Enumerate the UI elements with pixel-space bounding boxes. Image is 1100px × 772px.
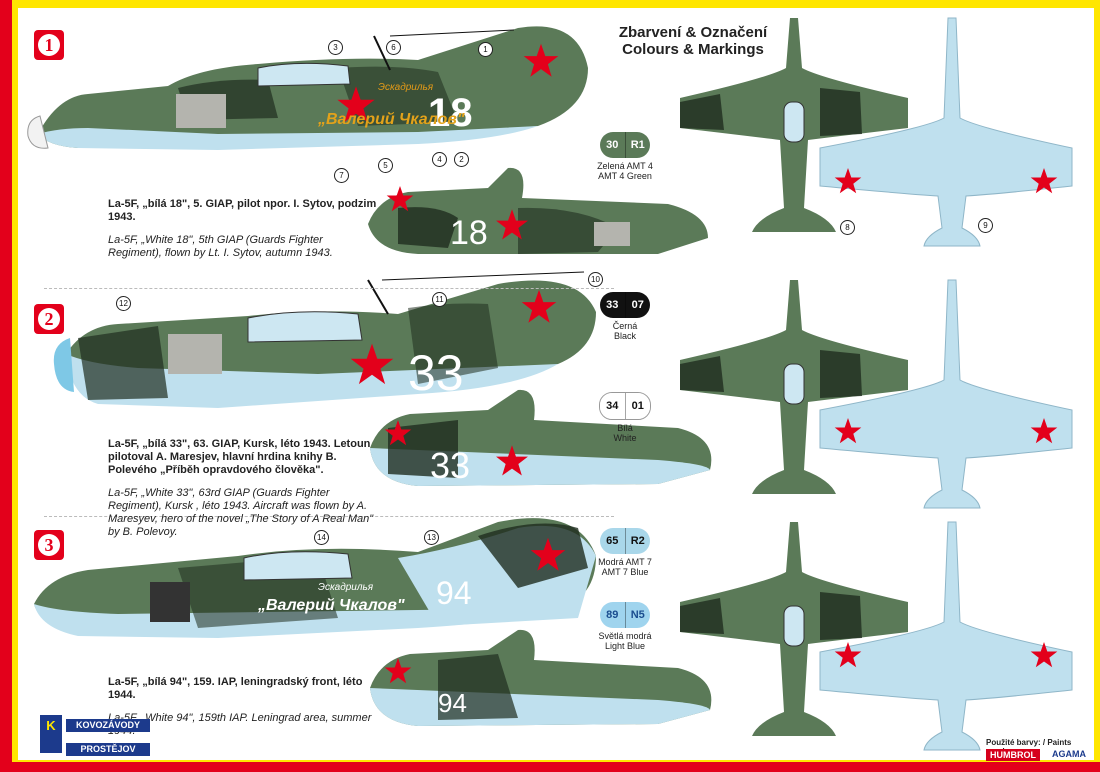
inscription-top-1: Эскадрилья [378, 82, 434, 93]
red-border-bottom [0, 762, 1100, 772]
paint-code: 30 [600, 132, 625, 158]
paint-code: 89 [600, 602, 625, 628]
paint-label-cz: Světlá modrá [598, 631, 652, 641]
callout-marker: 2 [454, 152, 469, 167]
paint-code: 34 [600, 393, 625, 419]
profile-3-small: 94 [370, 629, 712, 726]
callout-marker: 12 [116, 296, 131, 311]
paint-label-en: Light Blue [604, 641, 646, 651]
scheme-divider [44, 516, 614, 517]
caption-cz: La-5F, „bílá 33", 63. GIAP, Kursk, léto … [108, 438, 371, 476]
scheme-badge-1: 1 [34, 30, 64, 60]
humbrol-logo: HUMBROL [986, 749, 1040, 761]
paint-code: 33 [600, 292, 625, 318]
profile-3-large: 94 Эскадрилья „Валерий Чкалов" [34, 518, 596, 638]
kovozavody-logo: K KOVOZÁVODY PROSTĚJOV [40, 713, 150, 761]
caption-scheme-2: La-5F, „bílá 33", 63. GIAP, Kursk, léto … [108, 438, 378, 539]
inscription-top-3: Эскадрилья [318, 582, 374, 593]
paint-code: 65 [600, 528, 625, 554]
sheet-canvas: Zbarvení & Označení Colours & Markings [18, 8, 1094, 761]
paint-label-cz: Zelená AMT 4 [597, 161, 653, 171]
paint-code: R1 [624, 132, 650, 158]
paint-label-en: Black [613, 331, 636, 341]
caption-scheme-1: La-5F, „bílá 18", 5. GIAP, pilot npor. I… [108, 198, 378, 260]
fuselage-number-1: 18 [428, 91, 473, 135]
callout-marker: 6 [386, 40, 401, 55]
fuselage-number-3b: 94 [438, 688, 467, 718]
callout-marker: 7 [334, 168, 349, 183]
paint-code: R2 [624, 528, 650, 554]
caption-cz: La-5F, „bílá 18", 5. GIAP, pilot npor. I… [108, 198, 377, 223]
callout-marker: 13 [424, 530, 439, 545]
agama-logo: AGAMA [1052, 749, 1086, 759]
fuselage-number-3: 94 [436, 575, 472, 611]
paint-code: 07 [624, 292, 650, 318]
red-border-left [0, 0, 12, 772]
paint-label-cz: Černá [612, 321, 638, 331]
caption-en: La-5F, „White 33", 63rd GIAP (Guards Fig… [108, 487, 374, 538]
callout-marker: 1 [478, 42, 493, 57]
fuselage-number-1b: 18 [450, 214, 488, 252]
logo-line1: KOVOZÁVODY [66, 719, 150, 732]
inscription-main-3: „Валерий Чкалов" [257, 597, 405, 614]
logo-letter: K [46, 718, 56, 733]
scheme-badge-3: 3 [34, 530, 64, 560]
title-en: Colours & Markings [622, 41, 764, 58]
paint-label-en: AMT 4 Green [598, 171, 652, 181]
profile-2-large: 33 [53, 271, 596, 408]
callout-marker: 14 [314, 530, 329, 545]
fuselage-number-2: 33 [408, 345, 464, 401]
callout-marker: 3 [328, 40, 343, 55]
page-title: Zbarvení & Označení Colours & Markings [608, 24, 778, 58]
paint-label-cz: Modrá AMT 7 [598, 557, 652, 567]
callout-marker: 4 [432, 152, 447, 167]
paint-label-cz: Bílá [617, 423, 633, 433]
profile-1-small: 18 [368, 167, 708, 254]
callout-marker: 8 [840, 220, 855, 235]
paint-code: 01 [624, 393, 650, 419]
top-views [680, 18, 908, 736]
logo-line2: PROSTĚJOV [66, 743, 150, 756]
caption-cz: La-5F, „bílá 94", 159. IAP, leningradský… [108, 676, 363, 701]
scheme-divider [44, 288, 614, 289]
caption-scheme-3: La-5F, „bílá 94", 159. IAP, leningradský… [108, 676, 378, 738]
paint-label-en: White [613, 433, 637, 443]
callout-marker: 9 [978, 218, 993, 233]
aircraft-artwork: 18 Эскадрилья „Валерий Чкалов" 18 [27, 17, 1073, 751]
title-cz: Zbarvení & Označení [618, 24, 768, 41]
callout-marker: 5 [378, 158, 393, 173]
caption-en: La-5F, „White 18", 5th GIAP (Guards Figh… [108, 234, 333, 259]
callout-marker: 10 [588, 272, 603, 287]
profile-1-large: 18 Эскадрилья „Валерий Чкалов" [27, 26, 588, 150]
bottom-views [819, 17, 1073, 751]
fuselage-number-2b: 33 [430, 445, 470, 486]
inscription-main-1: „Валерий Чкалов" [317, 111, 465, 128]
paint-code: N5 [624, 602, 650, 628]
profile-2-small: 33 [370, 389, 712, 486]
paint-label-en: AMT 7 Blue [601, 567, 649, 577]
scheme-badge-2: 2 [34, 304, 64, 334]
callout-marker: 11 [432, 292, 447, 307]
